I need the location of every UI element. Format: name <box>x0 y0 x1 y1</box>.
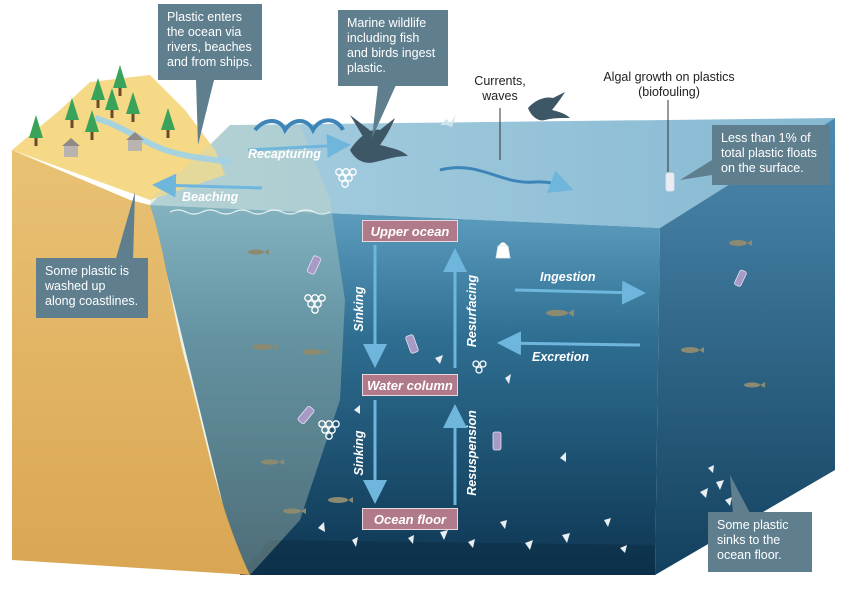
land-top <box>12 75 225 200</box>
bird-icon <box>440 115 456 127</box>
continental-shelf <box>150 125 345 575</box>
ingestion-arrow <box>514 280 646 305</box>
label-sinking-2: Sinking <box>352 430 366 476</box>
callout-coastlines: Some plastic is washed up along coastlin… <box>36 258 148 318</box>
ring-holder-icon <box>304 168 487 440</box>
seafloor <box>240 540 655 575</box>
label-beaching: Beaching <box>182 190 239 204</box>
house-icon <box>62 132 144 157</box>
pointer-plastic-enters <box>196 80 214 145</box>
recapturing-arrow <box>247 133 351 158</box>
pointer-marine-wildlife <box>372 85 396 138</box>
beaching-arrow <box>152 173 263 198</box>
label-currents: Currents, waves <box>474 74 526 103</box>
wave-crest <box>253 118 345 135</box>
fragment-icon <box>318 355 732 553</box>
bird-icon <box>350 92 570 163</box>
label-excretion: Excretion <box>532 350 589 364</box>
zone-ocean-floor: Ocean floor <box>362 508 458 530</box>
sand-cliff <box>12 150 250 575</box>
pointer-coastlines <box>115 192 135 262</box>
tree-icon <box>29 65 175 146</box>
zone-water-column: Water column <box>362 374 458 396</box>
label-algal: Algal growth on plastics (biofouling) <box>603 70 735 99</box>
bottle-icon <box>297 172 747 451</box>
zone-upper-ocean: Upper ocean <box>362 220 458 242</box>
callout-surface: Less than 1% of total plastic floats on … <box>712 125 830 185</box>
callout-ocean-floor: Some plastic sinks to the ocean floor. <box>708 512 812 572</box>
label-ingestion: Ingestion <box>540 270 596 284</box>
pointer-surface <box>680 160 712 180</box>
excretion-arrow <box>497 331 641 356</box>
ocean-side <box>655 118 835 575</box>
label-resurfacing: Resurfacing <box>465 274 479 348</box>
river <box>94 115 231 165</box>
callout-plastic-enters: Plastic enters the ocean via rivers, bea… <box>158 4 262 80</box>
label-resuspension: Resuspension <box>465 410 479 496</box>
label-sinking-1: Sinking <box>352 286 366 332</box>
current-arrow <box>439 166 574 193</box>
surface-ripples <box>169 209 331 215</box>
fish-icon <box>248 240 765 514</box>
pointer-ocean-floor <box>730 475 751 515</box>
label-recapturing: Recapturing <box>248 147 321 161</box>
bag-icon <box>495 242 511 259</box>
callout-marine-wildlife: Marine wildlife including fish and birds… <box>338 10 448 86</box>
